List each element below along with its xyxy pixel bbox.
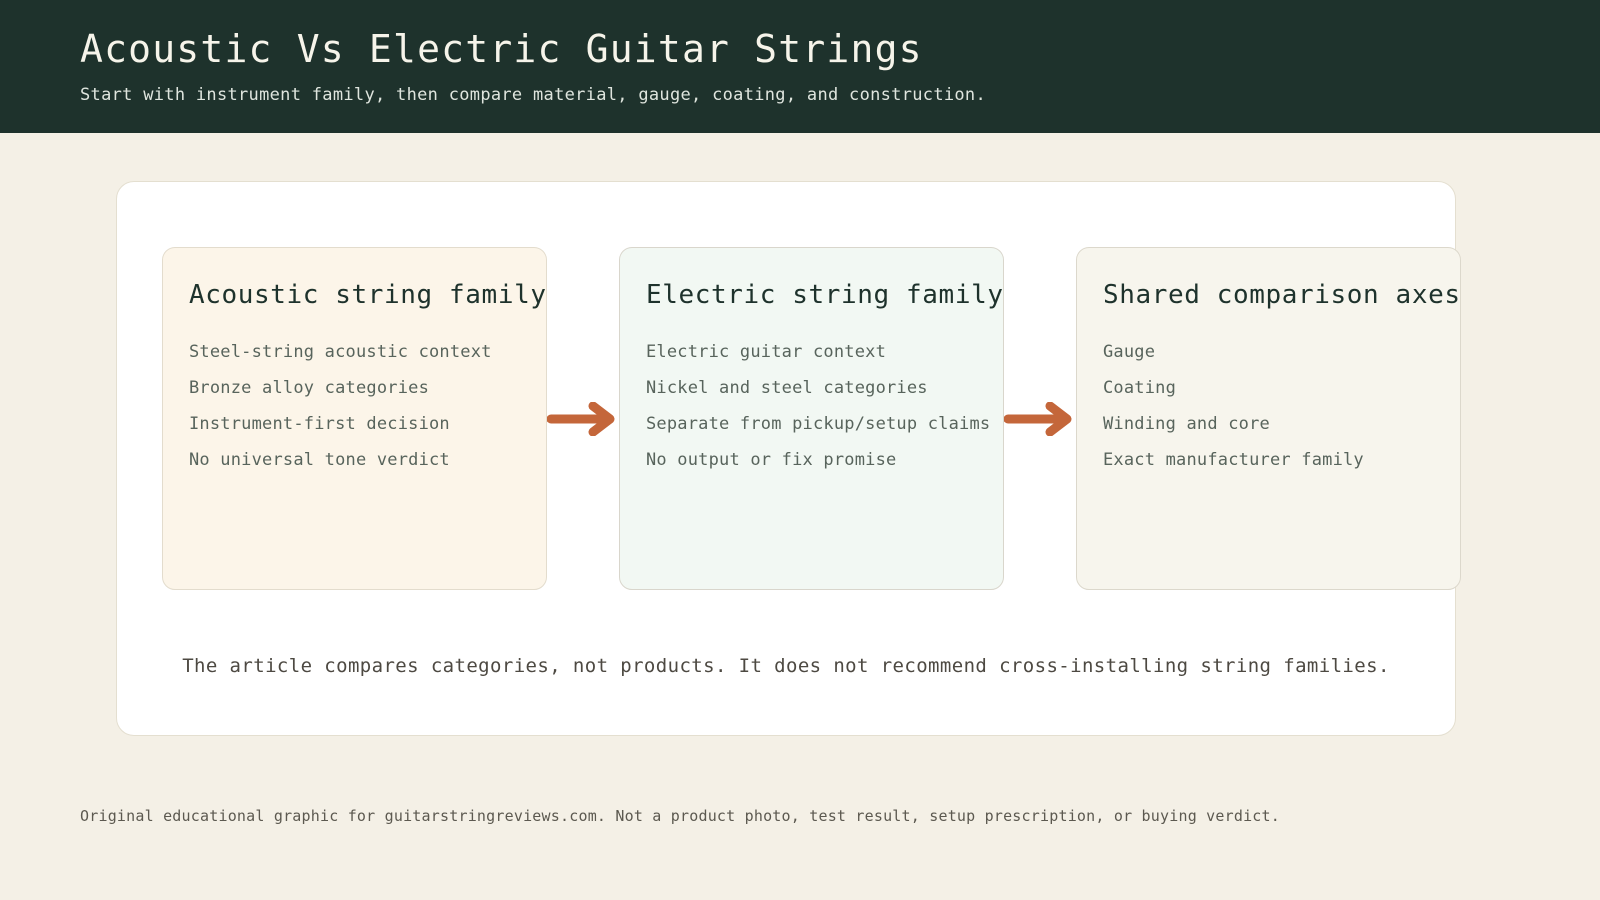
page-header: Acoustic Vs Electric Guitar Strings Star… — [0, 0, 1600, 133]
list-item: No output or fix promise — [646, 450, 897, 470]
list-item: Gauge — [1103, 342, 1156, 362]
comparison-panel: Acoustic string family Steel-string acou… — [116, 181, 1461, 736]
list-item: Steel-string acoustic context — [189, 342, 492, 362]
list-item: Coating — [1103, 378, 1177, 398]
list-item: Winding and core — [1103, 414, 1270, 434]
list-item: Separate from pickup/setup claims — [646, 414, 991, 434]
card-acoustic-heading: Acoustic string family — [189, 280, 547, 310]
card-shared-heading: Shared comparison axes — [1103, 280, 1461, 310]
card-acoustic-string-family: Acoustic string family Steel-string acou… — [162, 247, 547, 590]
arrow-acoustic-to-electric — [547, 247, 619, 590]
arrow-right-icon — [1004, 401, 1076, 436]
list-item: No universal tone verdict — [189, 450, 450, 470]
list-item: Bronze alloy categories — [189, 378, 430, 398]
panel-note: The article compares categories, not pro… — [182, 655, 1390, 677]
list-item: Exact manufacturer family — [1103, 450, 1364, 470]
list-item: Instrument-first decision — [189, 414, 450, 434]
card-shared-list: Gauge Coating Winding and core Exact man… — [1103, 334, 1434, 478]
arrow-right-icon — [547, 401, 619, 436]
list-item: Electric guitar context — [646, 342, 887, 362]
disclaimer-text: Original educational graphic for guitars… — [80, 807, 1280, 825]
arrow-electric-to-shared — [1004, 247, 1076, 590]
cards-row: Acoustic string family Steel-string acou… — [162, 247, 1461, 590]
list-item: Nickel and steel categories — [646, 378, 928, 398]
card-electric-string-family: Electric string family Electric guitar c… — [619, 247, 1004, 590]
card-electric-list: Electric guitar context Nickel and steel… — [646, 334, 991, 478]
card-electric-heading: Electric string family — [646, 280, 1004, 310]
card-acoustic-list: Steel-string acoustic context Bronze all… — [189, 334, 520, 478]
card-shared-comparison-axes: Shared comparison axes Gauge Coating Win… — [1076, 247, 1461, 590]
page-title: Acoustic Vs Electric Guitar Strings — [80, 27, 923, 71]
page-subtitle: Start with instrument family, then compa… — [80, 85, 986, 105]
